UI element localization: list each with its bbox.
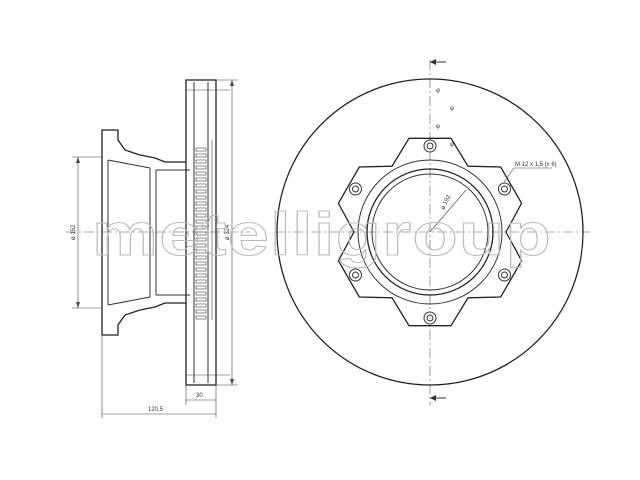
stud-hole-inner bbox=[352, 271, 359, 279]
side-view: ø 152 ø 324 30 120,5 bbox=[66, 79, 250, 418]
vent-fin bbox=[195, 207, 207, 212]
vent-fin bbox=[195, 189, 207, 194]
vent-fin bbox=[195, 285, 207, 290]
disc-vent-pattern bbox=[195, 147, 207, 320]
arrow-hub-bottom bbox=[76, 302, 80, 308]
vent-fin bbox=[195, 309, 207, 314]
stud-hole-inner bbox=[501, 185, 508, 193]
arrow-hub-top bbox=[76, 157, 80, 163]
vent-fin bbox=[195, 267, 207, 272]
front-view: ø 192 M 12 x 1,5 (x 6) φ φ φ φ bbox=[275, 59, 590, 405]
vent-fin bbox=[195, 303, 207, 308]
hub-bore-bottom bbox=[107, 296, 151, 306]
vent-fin bbox=[195, 231, 207, 236]
vent-fin bbox=[195, 273, 207, 278]
vent-fin bbox=[195, 213, 207, 218]
stud-hole bbox=[349, 182, 362, 196]
vent-fin bbox=[195, 183, 207, 188]
stud-hole bbox=[349, 268, 362, 282]
stud-hole bbox=[498, 182, 511, 196]
section-arrow-top bbox=[430, 59, 436, 65]
mark-top-3: φ bbox=[436, 124, 440, 130]
thread-leader bbox=[503, 167, 515, 183]
vent-fin bbox=[195, 279, 207, 284]
vent-fin bbox=[195, 177, 207, 182]
mark-top-2: φ bbox=[450, 106, 454, 112]
mark-top-4: φ bbox=[450, 142, 454, 148]
vent-fin bbox=[195, 219, 207, 224]
stud-hole-inner bbox=[426, 142, 434, 150]
mark-top-1: φ bbox=[436, 88, 440, 94]
disc-section bbox=[185, 79, 217, 386]
vent-fin bbox=[195, 147, 207, 152]
dim-thread-spec: M 12 x 1,5 (x 6) bbox=[515, 162, 557, 168]
vent-fin bbox=[195, 165, 207, 170]
section-arrow-bottom bbox=[430, 395, 436, 401]
hub-circle-mid bbox=[366, 168, 494, 296]
vent-fin bbox=[195, 159, 207, 164]
stud-hole bbox=[423, 311, 437, 325]
hub-circle-outer bbox=[357, 159, 503, 305]
vent-fin bbox=[195, 171, 207, 176]
vent-fin bbox=[195, 261, 207, 266]
stud-hole bbox=[423, 139, 437, 153]
stud-hole-inner bbox=[352, 185, 359, 193]
vent-fin bbox=[195, 195, 207, 200]
dim-overall-height: 120,5 bbox=[148, 407, 164, 413]
vent-fin bbox=[195, 291, 207, 296]
vent-fin bbox=[195, 225, 207, 230]
arrow-disc-bottom bbox=[230, 379, 234, 385]
disc-outer-circle bbox=[276, 78, 584, 386]
watermark: metelligroup bbox=[92, 201, 552, 268]
vent-fin bbox=[195, 249, 207, 254]
vent-fin bbox=[195, 315, 207, 320]
orientation-marks: φ φ φ φ bbox=[436, 88, 454, 148]
hub-bore-circle bbox=[371, 173, 489, 291]
bolt-circle-leader bbox=[429, 189, 467, 233]
stud-hole bbox=[498, 268, 511, 282]
dim-hub-diameter: ø 152 bbox=[71, 224, 77, 240]
stud-hole-inner bbox=[426, 314, 434, 322]
hub-bore-top bbox=[107, 159, 151, 169]
stud-hole-inner bbox=[501, 271, 508, 279]
stud-holes bbox=[349, 139, 511, 325]
vent-fin bbox=[195, 255, 207, 260]
vent-fin bbox=[195, 237, 207, 242]
dim-disc-diameter: ø 324 bbox=[225, 224, 231, 240]
hub-outline-bottom bbox=[101, 302, 186, 336]
arrow-disc-top bbox=[230, 80, 234, 86]
hub-outline bbox=[101, 129, 186, 163]
vent-fin bbox=[195, 153, 207, 158]
vent-fin bbox=[195, 297, 207, 302]
dim-disc-thickness: 30 bbox=[196, 393, 203, 399]
vent-fin bbox=[195, 201, 207, 206]
vent-fin bbox=[195, 243, 207, 248]
hub-flange bbox=[337, 137, 523, 327]
